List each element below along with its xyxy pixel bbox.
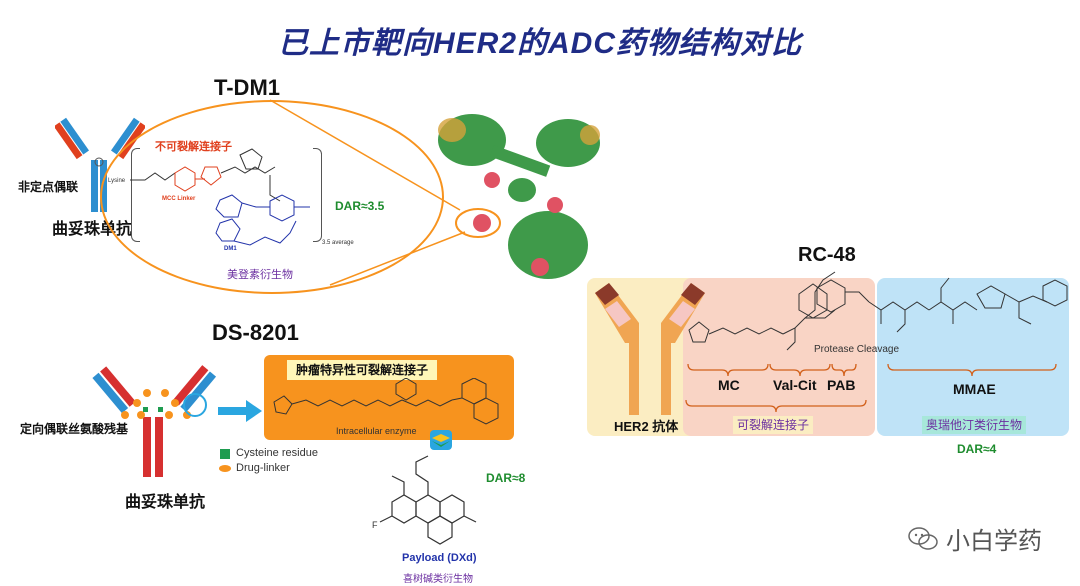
ds8201-conjugation-label: 定向偶联丝氨酸残基 (20, 422, 129, 436)
svg-text:F: F (372, 520, 378, 530)
tdm1-dar-bracket (313, 148, 322, 242)
dxd-structure-diagram: F (372, 455, 477, 545)
watermark: 小白学药 (908, 521, 1042, 556)
layers-icon (430, 430, 452, 450)
tdm1-conjugation-label: 非定点偶联 (18, 180, 79, 194)
cysteine-legend-label: Cysteine residue (236, 447, 318, 459)
rc48-pab-label: PAB (827, 377, 856, 393)
tdm1-lysine: Lysine (108, 178, 126, 184)
rc48-payload: 奥瑞他汀类衍生物 (922, 416, 1026, 434)
tdm1-mcc-linker: MCC Linker (162, 196, 196, 202)
ds8201-payload: 喜树碱类衍生物 (403, 574, 473, 585)
drug-linker-legend-swatch (219, 465, 231, 472)
wechat-icon (908, 526, 938, 550)
rc48-payload-panel (877, 278, 1069, 436)
tdm1-name: T-DM1 (214, 75, 280, 100)
ds8201-linker-structure (273, 378, 499, 425)
ds8201-linker-type: 肿瘤特异性可裂解连接子 (287, 360, 437, 380)
rc48-protease-label: Protease Cleavage (814, 344, 900, 355)
right-arrow-icon (218, 400, 262, 422)
drug-linker-legend-label: Drug-linker (236, 462, 290, 474)
rc48-antibody-label: HER2 抗体 (614, 419, 679, 434)
rc48-valcit-label: Val-Cit (773, 377, 817, 393)
ds8201-payload-name: Payload (DXd) (402, 552, 477, 564)
rc48-name: RC-48 (798, 244, 856, 266)
tdm1-linker-type: 不可裂解连接子 (155, 141, 232, 153)
tdm1-dm1: DM1 (224, 246, 237, 252)
rc48-dar: DAR≈4 (957, 442, 997, 456)
rc48-antibody-icon (595, 283, 705, 415)
tdm1-dar: DAR≈3.5 (335, 199, 385, 213)
page-title: 已上市靶向HER2的ADC药物结构对比 (277, 27, 803, 60)
cysteine-legend-swatch (220, 449, 230, 459)
antibody-3d-model-image (438, 114, 600, 279)
rc48-mc-label: MC (718, 377, 740, 393)
ds8201-antibody-label: 曲妥珠单抗 (125, 494, 206, 511)
tdm1-structure-diagram (130, 148, 310, 246)
ds8201-antibody-icon (92, 365, 217, 477)
tdm1-dar-note: 3.5 average (322, 240, 354, 246)
ds8201-dar: DAR≈8 (486, 471, 526, 485)
rc48-linker-panel (683, 278, 875, 436)
tdm1-payload: 美登素衍生物 (227, 269, 293, 281)
rc48-mmae-label: MMAE (953, 381, 996, 397)
rc48-linker-type: 可裂解连接子 (733, 416, 813, 434)
ds8201-enzyme-label: Intracellular enzyme (336, 426, 417, 436)
rc48-structure-diagram (688, 271, 1068, 351)
watermark-text: 小白学药 (946, 528, 1042, 555)
ds8201-name: DS-8201 (212, 320, 299, 345)
rc48-brackets (685, 363, 1057, 413)
